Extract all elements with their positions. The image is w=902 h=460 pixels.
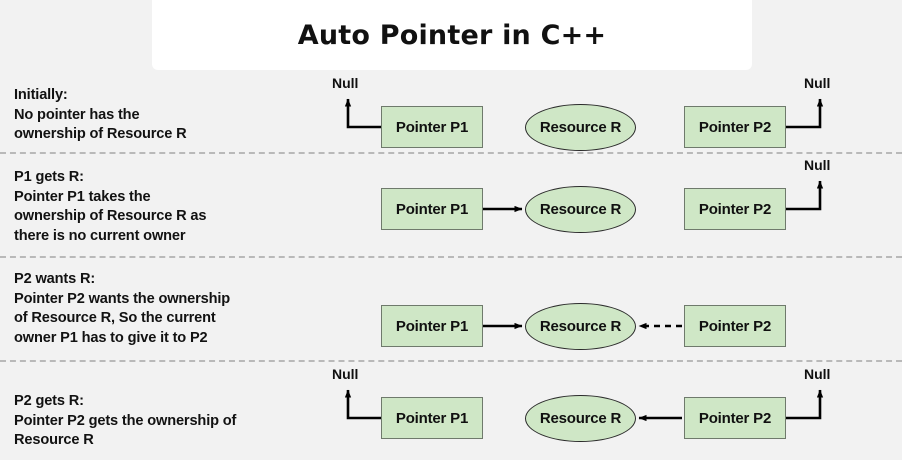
row-heading-p2-gets-r: P2 gets R: (14, 393, 84, 409)
edge-p2-null (786, 389, 824, 420)
row-description-p2-wants-r: P2 wants R: Pointer P2 wants the ownershi… (14, 270, 334, 348)
row-body-line: ownership of Resource R (14, 126, 187, 142)
node-pointer-p2: Pointer P2 (684, 188, 786, 230)
edge-p2-null (786, 180, 824, 211)
row-heading-p1-gets-r: P1 gets R: (14, 169, 84, 185)
row-body-line: Pointer P1 takes the (14, 188, 151, 205)
node-pointer-p1: Pointer P1 (381, 305, 483, 347)
row-body-line: Pointer P2 wants the ownership (14, 290, 231, 307)
diagram-row-initially: Initially: No pointer has the ownership of… (0, 75, 902, 160)
label-null-p1: Null (332, 366, 359, 382)
node-pointer-p1: Pointer P1 (381, 188, 483, 230)
diagram-row-p2-wants-r: P2 wants R: Pointer P2 wants the ownershi… (0, 264, 902, 368)
row-body-line: owner P1 has to give it to P2 (14, 329, 208, 346)
row-heading-p2-wants-r: P2 wants R: (14, 271, 96, 287)
node-resource-r: Resource R (525, 103, 636, 151)
label-null-p2: Null (804, 75, 831, 91)
page-title: Auto Pointer in C++ (297, 19, 607, 51)
node-pointer-p2: Pointer P2 (684, 106, 786, 148)
row-body-line: No pointer has the (14, 106, 140, 123)
edge-p2-null (786, 98, 824, 129)
diagram-row-p1-gets-r: P1 gets R: Pointer P1 takes the ownership … (0, 157, 902, 264)
row-description-p2-gets-r: P2 gets R: Pointer P2 gets the ownership … (14, 392, 334, 451)
row-description-initially: Initially: No pointer has the ownership of… (14, 86, 334, 145)
row-description-p1-gets-r: P1 gets R: Pointer P1 takes the ownership … (14, 168, 334, 246)
edge-p1-null (344, 389, 381, 420)
node-pointer-p2: Pointer P2 (684, 397, 786, 439)
node-pointer-p1: Pointer P1 (381, 397, 483, 439)
row-separator-1 (0, 256, 902, 258)
node-resource-r: Resource R (525, 302, 636, 350)
row-body-line: Pointer P2 gets the ownership of (14, 412, 237, 429)
node-pointer-p1: Pointer P1 (381, 106, 483, 148)
label-null-p2: Null (804, 157, 831, 173)
row-body-line: of Resource R, So the current (14, 310, 216, 326)
row-heading-initially: Initially: (14, 87, 68, 103)
node-resource-r: Resource R (525, 394, 636, 442)
label-null-p2: Null (804, 366, 831, 382)
node-pointer-p2: Pointer P2 (684, 305, 786, 347)
row-body-line: ownership of Resource R as (14, 208, 207, 224)
row-separator-0 (0, 152, 902, 154)
edge-p1-null (344, 98, 381, 129)
row-body-line: Resource R (14, 432, 94, 448)
title-card: Auto Pointer in C++ (152, 0, 752, 70)
label-null-p1: Null (332, 75, 359, 91)
row-body-line: there is no current owner (14, 227, 186, 244)
row-separator-2 (0, 360, 902, 362)
node-resource-r: Resource R (525, 185, 636, 233)
diagram-row-p2-gets-r: P2 gets R: Pointer P2 gets the ownership … (0, 366, 902, 460)
